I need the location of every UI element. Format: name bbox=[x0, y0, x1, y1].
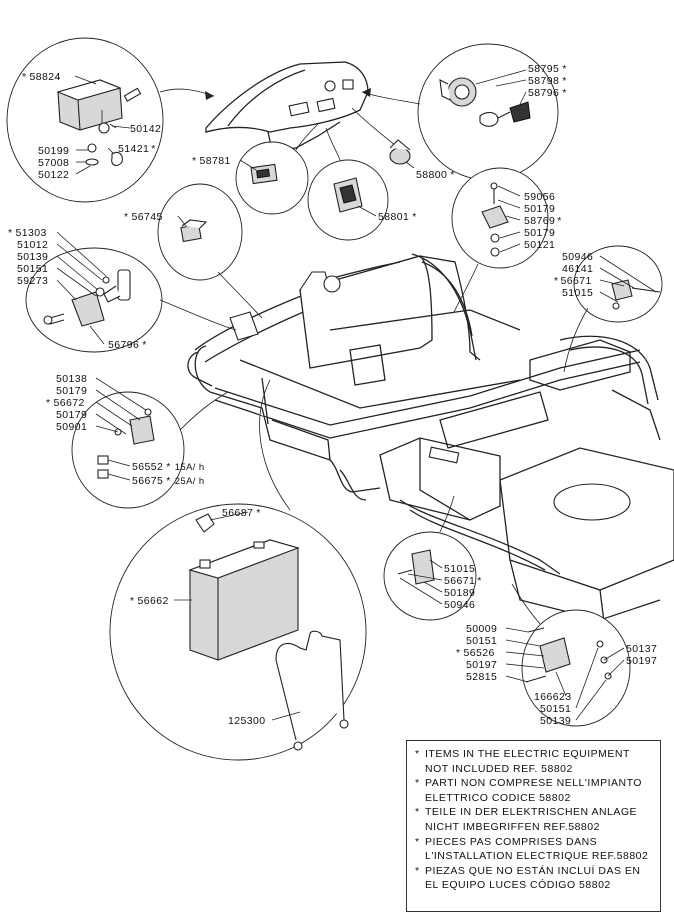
part-label-56662: 56662 bbox=[138, 595, 169, 607]
part-label-58798: 58798 bbox=[528, 75, 559, 87]
part-label-56796: 56796 bbox=[108, 339, 139, 351]
chassis-frame bbox=[187, 61, 674, 623]
part-label-56552: 56552 bbox=[132, 461, 163, 473]
part-label-50179-d: 50179 bbox=[56, 409, 87, 421]
leader-lines bbox=[56, 69, 657, 721]
svg-text:*56672: *56672 bbox=[46, 397, 85, 409]
note-en: *ITEMS IN THE ELECTRIC EQUIPMENT NOT INC… bbox=[415, 748, 630, 775]
part-label-58801: 58801 bbox=[378, 211, 409, 223]
part-label-51012: 51012 bbox=[17, 239, 48, 251]
callout-58800-group bbox=[351, 107, 411, 165]
part-label-51421: 51421 bbox=[118, 143, 149, 155]
part-label-56526: 56526 bbox=[464, 647, 495, 659]
part-label-50199: 50199 bbox=[38, 145, 69, 157]
part-label-50009: 50009 bbox=[466, 623, 497, 635]
callout-56526-group bbox=[511, 583, 631, 727]
part-label-50189: 50189 bbox=[444, 587, 475, 599]
note-it: *PARTI NON COMPRESE NELL'IMPIANTO ELETTR… bbox=[415, 777, 642, 804]
part-label-58800: 58800 bbox=[416, 169, 447, 181]
part-label-125300: 125300 bbox=[228, 715, 265, 727]
callout-56745-group bbox=[157, 183, 263, 319]
callout-51303-group bbox=[25, 247, 237, 353]
part-label-56745: 56745 bbox=[132, 211, 163, 223]
part-label-50151-c: 50151 bbox=[540, 703, 571, 715]
star-mark: * bbox=[22, 71, 27, 83]
callout-battery-group bbox=[109, 379, 367, 761]
part-label-58769: 58769 bbox=[524, 215, 555, 227]
callout-58801-group bbox=[307, 127, 389, 241]
svg-text:56675*25A/ h: 56675*25A/ h bbox=[132, 475, 205, 487]
svg-text:56552*15A/ h: 56552*15A/ h bbox=[132, 461, 205, 473]
note-de: *TEILE IN DER ELEKTRISCHEN ANLAGE NICHT … bbox=[415, 806, 638, 833]
part-label-50137: 50137 bbox=[626, 643, 657, 655]
part-label-50151-b: 50151 bbox=[466, 635, 497, 647]
svg-text:*56526: *56526 bbox=[456, 647, 495, 659]
part-label-50946-b: 50946 bbox=[444, 599, 475, 611]
part-label-58824: 58824 bbox=[30, 71, 61, 83]
part-label-50139-a: 50139 bbox=[17, 251, 48, 263]
callout-ignition-group bbox=[361, 43, 559, 181]
svg-text:58798*: 58798* bbox=[528, 75, 567, 87]
part-label-50179-a: 50179 bbox=[524, 203, 555, 215]
part-label-50122: 50122 bbox=[38, 169, 69, 181]
part-label-58796: 58796 bbox=[528, 87, 559, 99]
part-label-50197-b: 50197 bbox=[626, 655, 657, 667]
part-label-50179-b: 50179 bbox=[524, 227, 555, 239]
svg-text:*58824: *58824 bbox=[22, 71, 61, 83]
fuse-rating-15a: 15A/ h bbox=[175, 462, 205, 473]
callout-58824-group bbox=[6, 37, 215, 203]
part-label-51303: 51303 bbox=[16, 227, 47, 239]
part-label-56687: 56687 bbox=[222, 507, 253, 519]
part-label-51015-a: 51015 bbox=[562, 287, 593, 299]
part-label-50139-b: 50139 bbox=[540, 715, 571, 727]
part-label-52815: 52815 bbox=[466, 671, 497, 683]
callout-58769-group bbox=[451, 167, 549, 313]
part-label-59273: 59273 bbox=[17, 275, 48, 287]
svg-text:56671*: 56671* bbox=[444, 575, 482, 587]
svg-text:*58781: *58781 bbox=[192, 155, 231, 167]
part-labels: *58824 50142 50199 57008 50122 51421* *5… bbox=[8, 63, 657, 727]
part-label-46141: 46141 bbox=[562, 263, 593, 275]
part-label-50901: 50901 bbox=[56, 421, 87, 433]
callout-51015-low-group bbox=[383, 495, 477, 621]
svg-text:56687*: 56687* bbox=[222, 507, 261, 519]
part-label-166623: 166623 bbox=[534, 691, 571, 703]
svg-text:58796*: 58796* bbox=[528, 87, 567, 99]
part-label-56675: 56675 bbox=[132, 475, 163, 487]
svg-text:58800*: 58800* bbox=[416, 169, 455, 181]
part-label-50946-a: 50946 bbox=[562, 251, 593, 263]
fuse-rating-25a: 25A/ h bbox=[175, 476, 205, 487]
note-es: *PIEZAS QUE NO ESTÁN INCLUÍ DAS EN EL EQ… bbox=[415, 864, 641, 892]
svg-text:56796*: 56796* bbox=[108, 339, 147, 351]
svg-text:*56662: *56662 bbox=[130, 595, 169, 607]
svg-text:58769*: 58769* bbox=[524, 215, 562, 227]
part-label-56672: 56672 bbox=[54, 397, 85, 409]
svg-text:*51303: *51303 bbox=[8, 227, 47, 239]
notes-box: *ITEMS IN THE ELECTRIC EQUIPMENT NOT INC… bbox=[406, 740, 661, 912]
callout-51015-top-group bbox=[563, 245, 663, 373]
part-label-50138: 50138 bbox=[56, 373, 87, 385]
part-label-58795: 58795 bbox=[528, 63, 559, 75]
part-label-50179-c: 50179 bbox=[56, 385, 87, 397]
part-label-50142: 50142 bbox=[130, 123, 161, 135]
callout-fuse-group bbox=[71, 391, 229, 509]
part-label-58781: 58781 bbox=[200, 155, 231, 167]
part-label-51015-b: 51015 bbox=[444, 563, 475, 575]
svg-text:*56745: *56745 bbox=[124, 211, 163, 223]
part-label-50151-a: 50151 bbox=[17, 263, 48, 275]
part-label-59056: 59056 bbox=[524, 191, 555, 203]
svg-text:58795*: 58795* bbox=[528, 63, 567, 75]
part-label-57008: 57008 bbox=[38, 157, 69, 169]
part-label-56671-b: 56671 bbox=[444, 575, 475, 587]
note-fr: *PIECES PAS COMPRISES DANS L'INSTALLATIO… bbox=[415, 835, 649, 863]
part-label-50197-a: 50197 bbox=[466, 659, 497, 671]
part-label-56671-a: 56671 bbox=[561, 275, 592, 287]
svg-text:*56671: *56671 bbox=[554, 275, 592, 287]
svg-text:51421*: 51421* bbox=[118, 143, 156, 155]
callout-58781-group bbox=[235, 123, 319, 215]
svg-text:58801*: 58801* bbox=[378, 211, 417, 223]
part-label-50121: 50121 bbox=[524, 239, 555, 251]
